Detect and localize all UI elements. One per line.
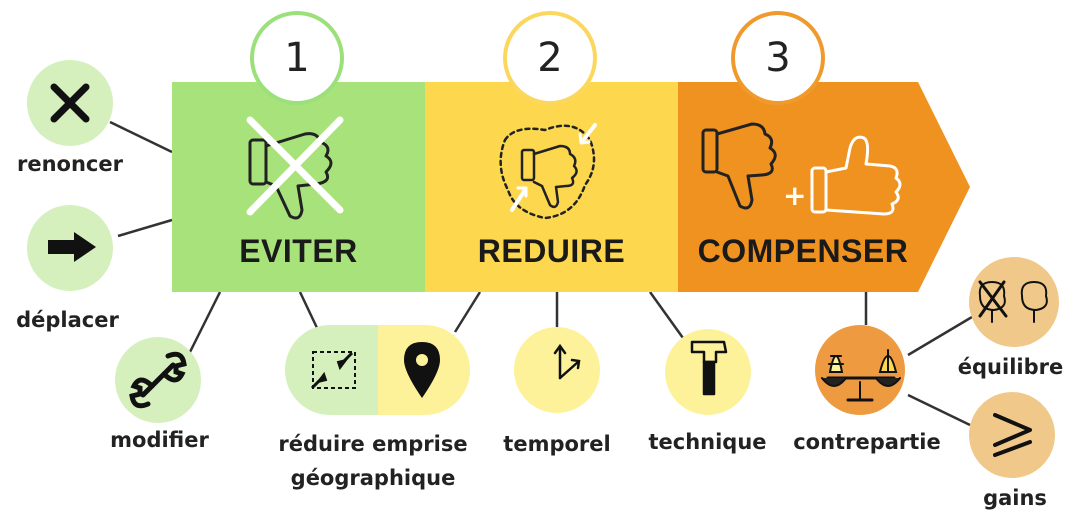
thumbs-down-plus-thumbs-up-icon: + (701, 122, 902, 216)
step-1-number-ring (250, 11, 344, 105)
step-3-number-ring (731, 11, 825, 105)
technique-label: technique (648, 430, 767, 454)
step-2-number-ring (503, 11, 597, 105)
step-1-number: 1 (284, 35, 310, 81)
equilibre-label: équilibre (957, 355, 1064, 379)
greater-equal-icon (993, 413, 1032, 457)
wrench-icon (129, 351, 187, 409)
map-pin-icon (404, 342, 440, 398)
svg-text:+: + (783, 179, 806, 212)
close-icon (50, 83, 90, 123)
geographique-label: géographique (290, 466, 456, 490)
step-3-title: COMPENSER (697, 233, 909, 269)
contrepartie-circle (815, 325, 905, 415)
hammer-icon (690, 340, 728, 396)
temporel-label: temporel (503, 432, 611, 456)
step-2-band (425, 82, 678, 292)
thumbs-down-crossed-icon (246, 116, 344, 220)
step-3-number: 3 (765, 35, 791, 81)
balance-scale-icon (821, 349, 901, 402)
gains-label: gains (983, 486, 1047, 510)
renoncer-label: renoncer (17, 152, 123, 176)
modifier-label: modifier (110, 428, 209, 452)
step-3-band (678, 82, 970, 292)
thumbs-down-reduce-icon (499, 123, 597, 220)
contrepartie-label: contrepartie (793, 430, 941, 454)
trees-icon (978, 280, 1048, 323)
step-2-title: REDUIRE (477, 233, 626, 269)
equilibre-circle (969, 257, 1059, 347)
reduire-emprise-label: réduire emprise (278, 432, 468, 456)
gains-circle (969, 392, 1055, 478)
step-2-number: 2 (537, 35, 563, 81)
temporel-circle (514, 327, 600, 413)
arrow-right-icon (48, 232, 96, 262)
deplacer-label: déplacer (16, 308, 119, 332)
shrink-area-icon (310, 351, 356, 390)
connector-lines (109, 120, 973, 427)
clock-hands-icon (553, 343, 581, 380)
emprise-area-half (285, 325, 378, 415)
step-1-title: EVITER (239, 233, 358, 269)
